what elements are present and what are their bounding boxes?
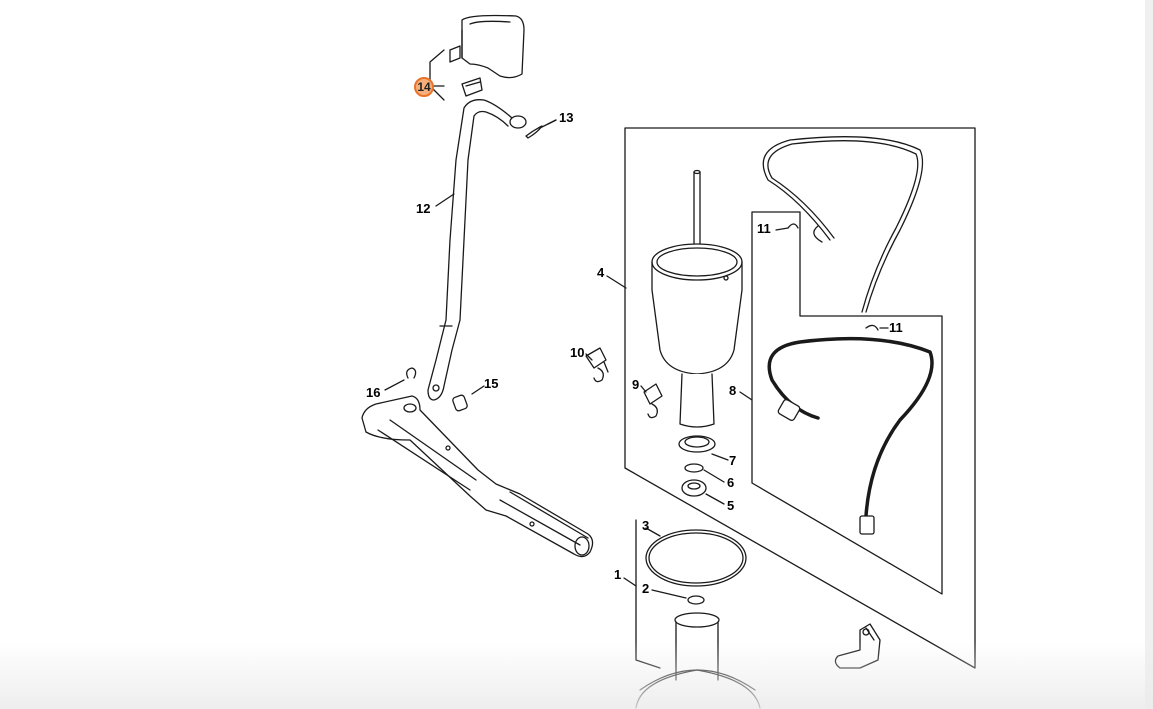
part-3-oring: [645, 529, 747, 587]
callout-2[interactable]: 2: [642, 581, 650, 596]
callout-11-lower[interactable]: 11: [889, 320, 903, 335]
callout-10[interactable]: 10: [570, 345, 585, 360]
fitting-part: [834, 623, 881, 669]
callout-13[interactable]: 13: [559, 110, 574, 125]
callout-3[interactable]: 3: [642, 518, 650, 533]
part-14-bracket: [429, 14, 525, 101]
callout-16[interactable]: 16: [366, 385, 381, 400]
callout-5[interactable]: 5: [727, 498, 735, 513]
part-10-spring: [585, 347, 609, 383]
callout-12[interactable]: 12: [416, 201, 431, 216]
callout-14[interactable]: 14: [414, 77, 434, 97]
part-1-housing: [635, 612, 761, 709]
part-7-seal: [678, 435, 716, 453]
part-4-reservoir: [651, 169, 743, 428]
callout-7[interactable]: 7: [729, 453, 737, 468]
callout-6[interactable]: 6: [727, 475, 735, 490]
callout-15[interactable]: 15: [484, 376, 499, 391]
part-6-disc: [684, 463, 704, 473]
part-11-clip-lower: [865, 324, 879, 331]
part-11-clip-upper: [787, 223, 799, 229]
part-9-spring: [643, 383, 663, 419]
part-2-plug: [687, 595, 705, 605]
callout-4[interactable]: 4: [597, 265, 605, 280]
part-16-clip: [406, 367, 417, 379]
leader-lines: [384, 85, 889, 599]
callout-9[interactable]: 9: [632, 377, 640, 392]
callout-8[interactable]: 8: [729, 383, 737, 398]
shaft-assembly: [361, 395, 594, 558]
part-12-handle: [427, 99, 527, 401]
part-15-pin: [452, 394, 468, 412]
part-5-valve: [681, 479, 707, 497]
assembly-frame-8: [751, 211, 943, 595]
assembly-frame-4: [624, 127, 976, 669]
part-8-hose: [762, 136, 934, 535]
scroll-gutter: [1145, 0, 1153, 709]
callout-11-upper[interactable]: 11: [757, 221, 771, 236]
callout-1[interactable]: 1: [614, 567, 622, 582]
